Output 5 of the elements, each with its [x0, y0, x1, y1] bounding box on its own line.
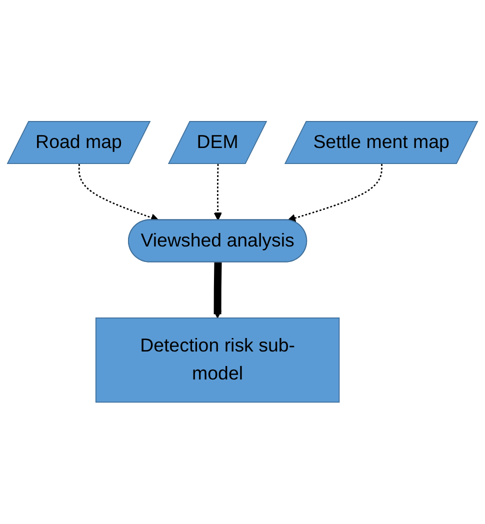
arrow	[213, 262, 222, 318]
node-box: Detection risk sub-model	[95, 318, 340, 403]
arrow	[214, 164, 222, 221]
arrow	[78, 164, 159, 222]
arrow	[288, 164, 382, 222]
